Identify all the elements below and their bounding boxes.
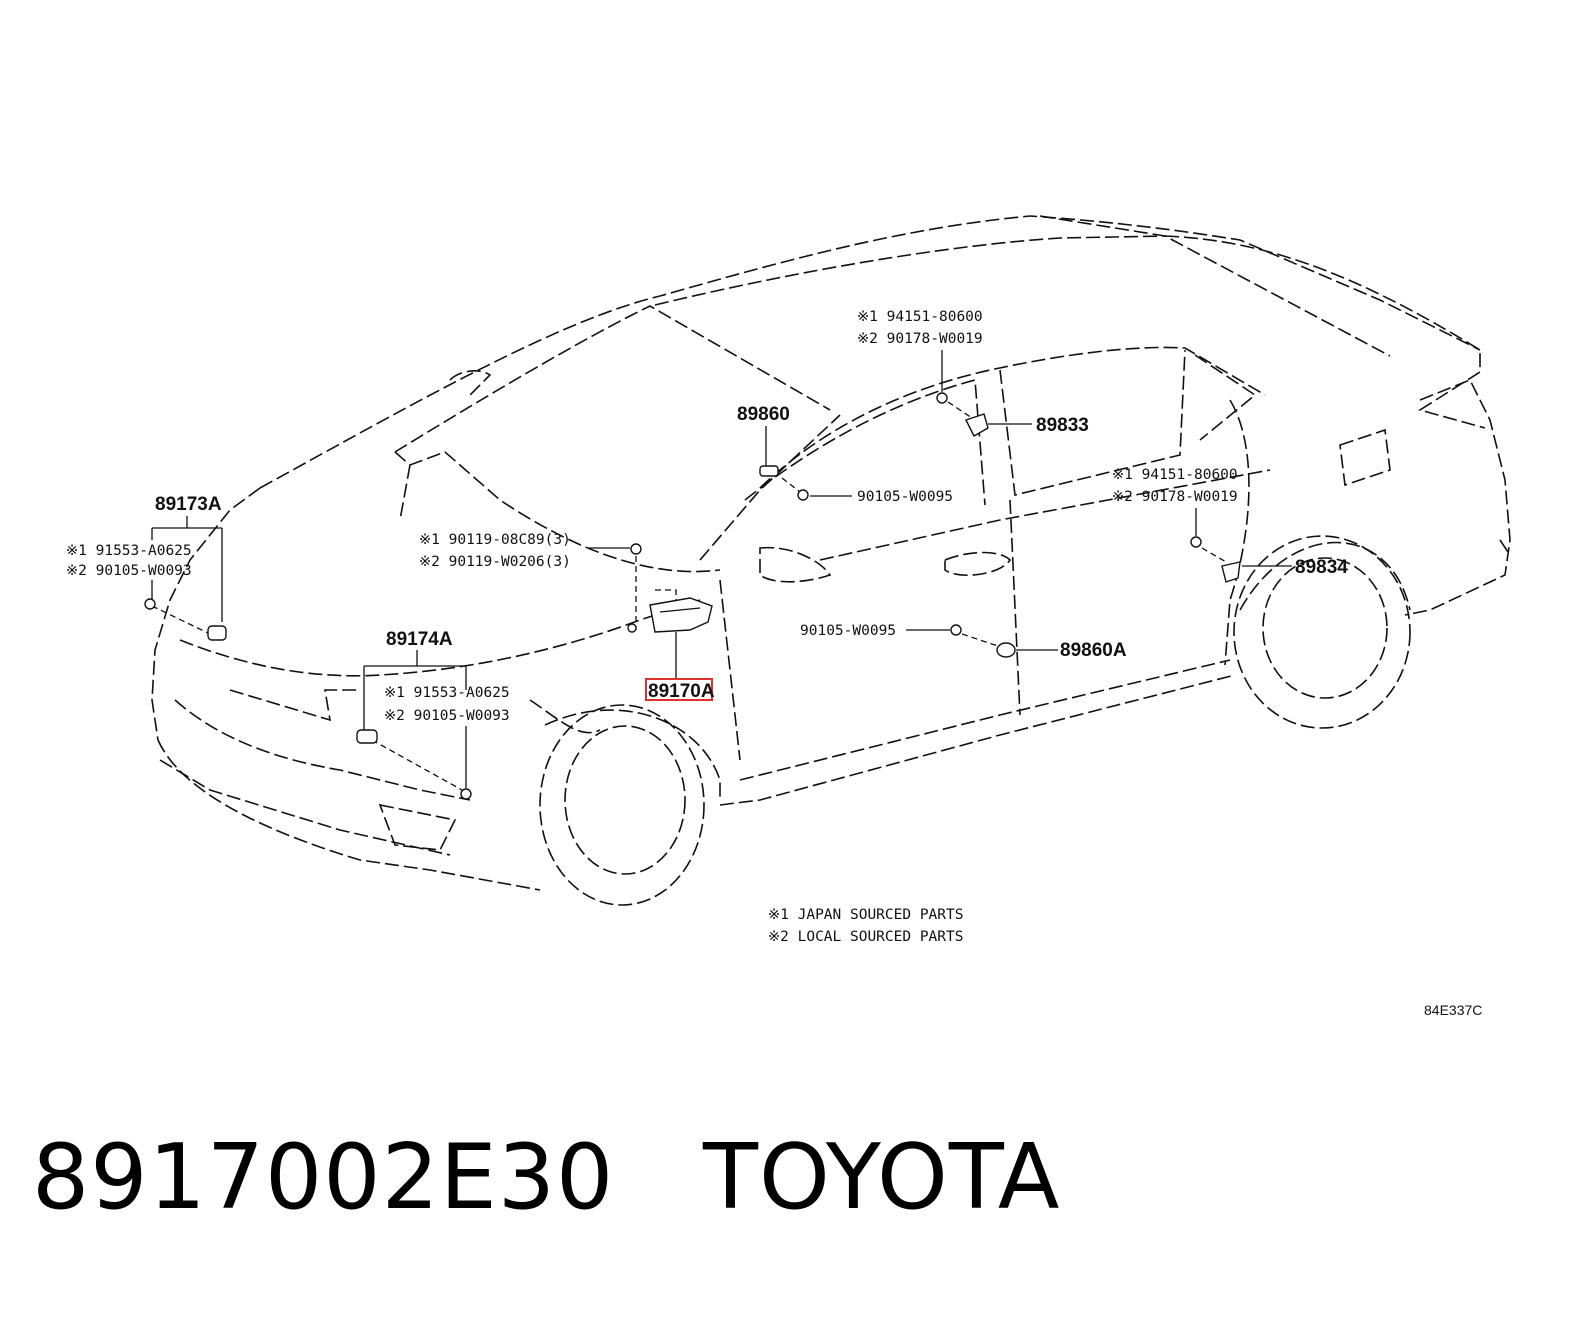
- sensor-89833-icon: [965, 413, 989, 437]
- part-label-90105-upper: 90105-W0095: [857, 489, 953, 505]
- part-group-89860a: 90105-W0095 89860A: [800, 623, 1127, 661]
- part-label-90105-lower: 90105-W0095: [800, 623, 896, 639]
- part-group-89860: 89860 90105-W0095: [737, 404, 953, 505]
- part-label-upper-local: ※2 90178-W0019: [857, 331, 983, 347]
- legend-notes: ※1 JAPAN SOURCED PARTS ※2 LOCAL SOURCED …: [768, 907, 963, 945]
- part-group-89173a: 89173A ※1 91553-A0625 ※2 90105-W0093: [66, 494, 227, 641]
- highlight-box: [645, 678, 713, 701]
- part-label-89174a-local: ※2 90105-W0093: [384, 708, 510, 724]
- part-label-89174a-japan: ※1 91553-A0625: [384, 685, 510, 701]
- mount-bolt-icon: [627, 623, 637, 633]
- note-local-sourced: ※2 LOCAL SOURCED PARTS: [768, 929, 963, 945]
- bolt-90105-lower-icon: [950, 624, 962, 636]
- clip-89173a-icon: [144, 598, 156, 610]
- part-label-89173a: 89173A: [155, 494, 222, 515]
- clip-rear-icon: [1190, 536, 1202, 548]
- part-label-89860a: 89860A: [1060, 640, 1127, 661]
- part-label-89173a-japan: ※1 91553-A0625: [66, 543, 192, 559]
- bolt-icon: [630, 543, 642, 555]
- part-number-caption: 8917002E30 TOYOTA: [32, 1125, 1061, 1230]
- sensor-89860-icon: [759, 465, 779, 477]
- part-label-bolt-local: ※2 90119-W0206(3): [419, 554, 571, 570]
- clip-upper-icon: [936, 392, 948, 404]
- sensor-89834-icon: [1221, 561, 1241, 583]
- part-group-89174a: 89174A ※1 91553-A0625 ※2 90105-W0093: [356, 629, 510, 800]
- part-label-89173a-local: ※2 90105-W0093: [66, 563, 192, 579]
- sensor-89174a-icon: [356, 729, 378, 744]
- part-label-rear-local: ※2 90178-W0019: [1112, 489, 1238, 505]
- airbag-sensor-assembly-icon: [649, 597, 713, 633]
- bolt-90105-upper-icon: [797, 489, 809, 501]
- part-label-89170a: 89170A: [648, 681, 715, 702]
- note-japan-sourced: ※1 JAPAN SOURCED PARTS: [768, 907, 963, 923]
- part-label-89860: 89860: [737, 404, 790, 425]
- part-group-89833: ※1 94151-80600 ※2 90178-W0019 89833: [857, 309, 1089, 437]
- part-group-89170a: ※1 90119-08C89(3) ※2 90119-W0206(3) 8917…: [419, 532, 715, 702]
- part-label-89174a: 89174A: [386, 629, 453, 650]
- part-label-bolt-japan: ※1 90119-08C89(3): [419, 532, 571, 548]
- sensor-89860a-icon: [996, 642, 1016, 658]
- car-body-outline: [151, 215, 1511, 906]
- part-label-89833: 89833: [1036, 415, 1089, 436]
- diagram-code: 84E337C: [1424, 1002, 1482, 1018]
- part-group-89834: ※1 94151-80600 ※2 90178-W0019 89834: [1112, 467, 1348, 583]
- clip-89174a-icon: [460, 788, 472, 800]
- part-label-89834: 89834: [1295, 557, 1348, 578]
- part-label-upper-japan: ※1 94151-80600: [857, 309, 983, 325]
- part-label-rear-japan: ※1 94151-80600: [1112, 467, 1238, 483]
- sensor-89173a-icon: [207, 625, 227, 641]
